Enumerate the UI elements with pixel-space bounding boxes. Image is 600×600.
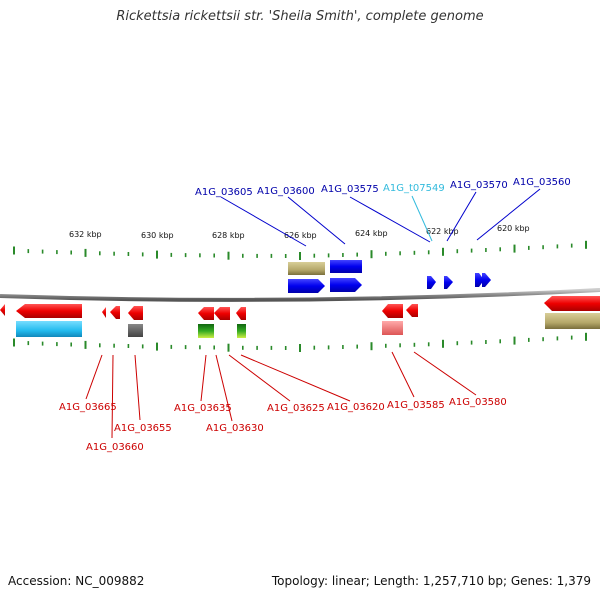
- leader-line: [391, 351, 415, 398]
- leader-line: [200, 354, 207, 402]
- gene-arrow[interactable]: [475, 273, 484, 287]
- leader-line: [134, 354, 141, 421]
- leader-line: [411, 195, 433, 242]
- gene-label[interactable]: A1G_t07549: [383, 183, 445, 194]
- leader-line: [413, 351, 477, 396]
- kbp-label: 632 kbp: [69, 230, 102, 239]
- forward-strand-features: [288, 260, 491, 293]
- gene-arrow[interactable]: [482, 273, 491, 287]
- gene-arrow[interactable]: [236, 307, 246, 320]
- kbp-label: 630 kbp: [141, 231, 174, 240]
- genome-summary: Topology: linear; Length: 1,257,710 bp; …: [271, 574, 591, 588]
- gene-feature[interactable]: [330, 260, 362, 273]
- gene-arrow[interactable]: [427, 276, 436, 289]
- top-leader-lines: [220, 188, 541, 247]
- cds-feature[interactable]: [198, 324, 214, 338]
- leader-line: [349, 196, 431, 243]
- leader-line: [446, 191, 477, 242]
- leader-line: [111, 354, 114, 439]
- kbp-label: 620 kbp: [497, 224, 530, 233]
- gene-label[interactable]: A1G_03625: [267, 403, 325, 414]
- leader-line: [287, 196, 346, 245]
- cds-feature[interactable]: [237, 324, 246, 338]
- gene-label[interactable]: A1G_03630: [206, 423, 264, 434]
- gene-label[interactable]: A1G_03570: [450, 180, 508, 191]
- leader-line: [215, 354, 233, 422]
- cds-feature[interactable]: [382, 321, 403, 335]
- gene-arrow[interactable]: [288, 279, 325, 293]
- cds-feature[interactable]: [128, 324, 143, 337]
- genome-backbone: [0, 288, 600, 302]
- gene-arrow[interactable]: [444, 276, 453, 289]
- leader-line: [85, 354, 103, 400]
- gene-label[interactable]: A1G_03575: [321, 184, 379, 195]
- gene-arrow[interactable]: [382, 304, 403, 318]
- gene-arrow[interactable]: [214, 307, 230, 320]
- gene-label[interactable]: A1G_03635: [174, 403, 232, 414]
- gene-label[interactable]: A1G_03560: [513, 177, 571, 188]
- bottom-tick-track: [13, 332, 587, 352]
- gene-arrow[interactable]: [544, 296, 600, 311]
- cds-feature[interactable]: [288, 262, 325, 275]
- top-gene-labels: A1G_03605 A1G_03600 A1G_03575 A1G_t07549…: [195, 177, 571, 198]
- cds-feature[interactable]: [16, 321, 82, 337]
- top-tick-track: [13, 240, 587, 260]
- gene-arrow[interactable]: [406, 304, 418, 317]
- gene-label[interactable]: A1G_03655: [114, 423, 172, 434]
- gene-label[interactable]: A1G_03620: [327, 402, 385, 413]
- gene-arrow[interactable]: [16, 304, 82, 318]
- kbp-label: 622 kbp: [426, 227, 459, 236]
- gene-arrow[interactable]: [330, 278, 362, 292]
- gene-arrow[interactable]: [0, 304, 5, 316]
- gene-arrow[interactable]: [110, 306, 120, 319]
- accession-label: Accession: NC_009882: [8, 574, 145, 588]
- reverse-strand-features: [0, 296, 600, 338]
- leader-line: [240, 354, 351, 402]
- bottom-gene-labels: A1G_03665 A1G_03660 A1G_03655 A1G_03635 …: [59, 397, 507, 453]
- kbp-label: 624 kbp: [355, 229, 388, 238]
- gene-arrow[interactable]: [128, 306, 143, 320]
- gene-label[interactable]: A1G_03600: [257, 186, 315, 197]
- leader-line: [228, 354, 291, 402]
- kbp-label: 626 kbp: [284, 231, 317, 240]
- gene-label[interactable]: A1G_03580: [449, 397, 507, 408]
- kbp-label: 628 kbp: [212, 231, 245, 240]
- gene-arrow[interactable]: [102, 307, 106, 318]
- genome-title: Rickettsia rickettsii str. 'Sheila Smith…: [116, 9, 484, 24]
- gene-label[interactable]: A1G_03585: [387, 400, 445, 411]
- leader-line: [220, 196, 307, 247]
- gene-label[interactable]: A1G_03665: [59, 402, 117, 413]
- gene-arrow[interactable]: [198, 307, 214, 320]
- gene-label[interactable]: A1G_03660: [86, 442, 144, 453]
- kbp-scale: 632 kbp 630 kbp 628 kbp 626 kbp 624 kbp …: [69, 224, 530, 240]
- leader-line: [476, 188, 541, 241]
- gene-label[interactable]: A1G_03605: [195, 187, 253, 198]
- bottom-leader-lines: [85, 351, 477, 439]
- cds-feature[interactable]: [545, 313, 600, 329]
